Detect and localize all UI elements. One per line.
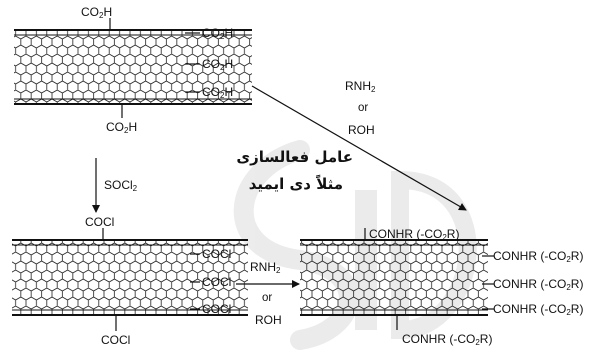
amide-label-top: CONHR (-CO2R) xyxy=(369,227,460,242)
reagent-diag-alcohol: ROH xyxy=(348,123,375,137)
acid-bonds xyxy=(109,18,200,118)
activator-title: عامل فعالسازی xyxy=(236,148,353,166)
amide-label-right-1: CONHR (-CO2R) xyxy=(493,249,584,264)
nanotube-amide xyxy=(300,239,488,316)
reagent-horiz-alcohol: ROH xyxy=(255,313,282,327)
amide-label-right-2: CONHR (-CO2R) xyxy=(493,277,584,292)
amide-label-bottom: CONHR (-CO2R) xyxy=(402,332,493,347)
reagent-horiz-or: or xyxy=(262,292,273,304)
reagent-socl2: SOCl2 xyxy=(104,178,138,193)
acid-label-bottom: CO2H xyxy=(106,120,138,135)
chloride-label-top: COCl xyxy=(85,215,115,229)
nanotube-acid xyxy=(14,29,252,105)
reagent-horiz-amine: RNH2 xyxy=(250,260,281,275)
acid-label-top: CO2H xyxy=(81,5,113,20)
chloride-label-bottom: COCl xyxy=(101,333,131,347)
chloride-label-right-1: COCl xyxy=(202,247,232,261)
acid-label-right-1: CO2H xyxy=(202,26,234,41)
nanotube-chloride xyxy=(12,239,248,316)
amide-label-right-3: CONHR (-CO2R) xyxy=(493,302,584,317)
reagent-diag-amine: RNH2 xyxy=(345,79,376,94)
acid-label-right-2: CO2H xyxy=(202,57,234,72)
chloride-label-right-2: COCl xyxy=(202,275,232,289)
activator-example: مثلاً دی ایمید xyxy=(248,175,343,193)
arrow-diagonal xyxy=(251,85,467,211)
chloride-label-right-3: COCl xyxy=(202,302,232,316)
watermark-letter-s xyxy=(233,140,359,350)
reagent-diag-or: or xyxy=(358,102,369,114)
chloride-bonds xyxy=(102,228,200,331)
acid-label-right-3: CO2H xyxy=(202,85,234,100)
amide-bonds xyxy=(364,228,494,330)
